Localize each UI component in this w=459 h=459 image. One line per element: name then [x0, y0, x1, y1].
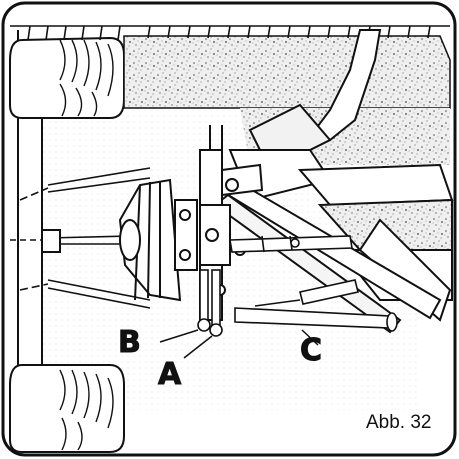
figure-caption: Abb. 32: [366, 412, 432, 433]
adjusting-screws: [197, 269, 223, 337]
top-edge-tines: [10, 25, 450, 41]
callout-leaders: [159, 329, 319, 359]
callout-label-c: C: [299, 333, 323, 369]
tractor-wheel-bottom: [9, 364, 125, 453]
plough-body: [228, 29, 454, 322]
top-link: [229, 235, 353, 253]
callout-label-b: B: [118, 325, 142, 361]
pto-shaft-housing: [41, 178, 198, 302]
tractor-wheel-top: [9, 36, 125, 119]
adjusting-rod: [234, 279, 398, 332]
callout-label-a: A: [157, 357, 182, 393]
